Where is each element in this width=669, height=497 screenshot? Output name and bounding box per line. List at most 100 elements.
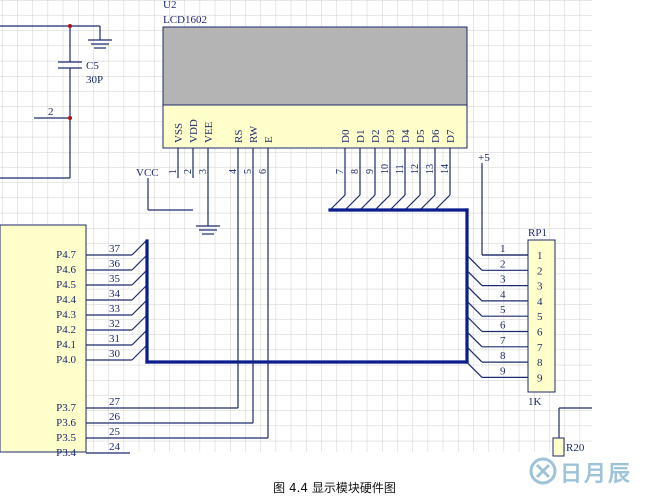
mcu-pin-number: 31 (109, 333, 120, 345)
mcu-pin-number: 32 (109, 318, 120, 330)
lcd-pin-number: 7 (335, 169, 346, 174)
rp1-inner-pin: 2 (537, 265, 543, 277)
lcd-pin-name: VEE (203, 121, 215, 143)
mcu-pin-number: 24 (109, 441, 121, 453)
bus-entry (131, 344, 148, 361)
rp1-inner-pin: 8 (537, 357, 543, 369)
lcd-pin-name: VSS (173, 123, 185, 143)
rp1-inner-pin: 4 (537, 296, 543, 308)
mcu-pin-name: P4.5 (56, 279, 76, 291)
rp1-outer-pin: 2 (500, 258, 506, 270)
lcd-pin-header (162, 104, 468, 149)
bus-entry (466, 361, 483, 378)
bus-entry (419, 194, 436, 211)
bus-entry (131, 254, 148, 271)
mcu-pin-name: P4.0 (56, 354, 76, 366)
lcd-pin-name: VDD (188, 119, 200, 143)
lcd-pin-name: D6 (430, 129, 442, 143)
rp1-outer-pin: 3 (500, 274, 506, 286)
lcd-pin-number: 3 (198, 169, 209, 174)
lcd-screen (162, 26, 468, 106)
bus-entry (466, 331, 483, 348)
mcu-pin-number: 34 (109, 288, 121, 300)
bus-entry (404, 194, 421, 211)
mcu-pin-number: 33 (109, 303, 121, 315)
lcd-pin-name: D2 (370, 130, 382, 143)
bus-entry (359, 194, 376, 211)
mcu-pin-name: P3.7 (56, 402, 76, 414)
lcd-pin-number: 9 (365, 169, 376, 174)
lcd-pin-name: E (263, 136, 275, 143)
junction-dot (68, 116, 72, 120)
lcd-pin-number: 6 (258, 169, 269, 174)
lcd-pin-name: RW (248, 125, 260, 143)
rp1-inner-pin: 3 (537, 281, 543, 293)
junction-dot (68, 24, 72, 28)
wire-label-2: 2 (48, 106, 54, 118)
lcd-pin-number: 8 (350, 169, 361, 174)
rp1-outer-pin: 4 (500, 289, 506, 301)
mcu-pin-name: P3.5 (56, 432, 76, 444)
mcu-pin-name: P4.6 (56, 264, 76, 276)
capacitor-ref: C5 (86, 60, 99, 72)
vcc-label: VCC (136, 167, 159, 179)
watermark-text: 日月辰 (560, 462, 633, 487)
rp1-value: 1K (528, 396, 542, 408)
lcd-pins: VSS1VDD2VEE3RS4RW5E6D07D18D29D310D411D51… (168, 119, 457, 211)
mcu-pin-number: 27 (109, 396, 121, 408)
figure-caption: 图 4.4 显示模块硬件图 (273, 481, 396, 495)
rp1-inner-pin: 1 (537, 250, 543, 262)
lcd-pin-name: D3 (385, 129, 397, 143)
rp1-outer-pin: 1 (500, 243, 506, 255)
mcu-pin-name: P4.7 (56, 249, 76, 261)
r20-label: R20 (566, 442, 585, 454)
watermark-logo: 日月辰 (528, 454, 660, 488)
bus-entry (389, 194, 406, 211)
control-wires (86, 178, 269, 439)
mcu-pin-name: P4.4 (56, 294, 76, 306)
bus-entry (131, 284, 148, 301)
rp1-outer-pin: 6 (500, 320, 506, 332)
rp1-ref: RP1 (528, 227, 547, 239)
lcd-pin-number: 2 (183, 169, 194, 174)
rp1-inner-pin: 7 (537, 342, 543, 354)
lcd-pin-name: D7 (445, 129, 457, 143)
mcu-chip (0, 224, 87, 453)
capacitor-value: 30P (86, 74, 103, 86)
lcd-pin-number: 1 (168, 169, 179, 174)
bus-entry (131, 299, 148, 316)
r20-body (552, 437, 565, 457)
mcu-pin-name: P4.1 (56, 339, 76, 351)
mcu-pin-number: 36 (109, 258, 121, 270)
lcd-pin-name: D0 (340, 129, 352, 143)
bus-entry (466, 316, 483, 332)
rp1-outer-pin: 9 (500, 365, 506, 377)
lcd-name: LCD1602 (163, 14, 207, 26)
bus-entry (466, 346, 483, 363)
bus-entry (466, 270, 483, 287)
rp1-outer-pin: 7 (500, 335, 506, 347)
mcu-pin-name: P4.3 (56, 309, 76, 321)
rp1-outer-pin: 5 (500, 304, 506, 316)
lcd-pin-number: 11 (395, 164, 406, 174)
lcd-pin-number: 12 (410, 164, 421, 174)
bus-entry (131, 329, 148, 346)
rp1-inner-pin: 6 (537, 327, 543, 339)
bus-entry (131, 314, 148, 331)
lcd-pin-number: 13 (425, 164, 436, 174)
bus-entry (434, 194, 451, 211)
r20-wiring (558, 407, 592, 438)
mcu-pin-number: 30 (109, 348, 121, 360)
mcu-pin-name: P3.4 (56, 447, 76, 459)
bus-entry (131, 239, 148, 256)
bus-entry (131, 269, 148, 286)
bus-entry (466, 300, 483, 317)
mcu-pin-name: P4.2 (56, 324, 76, 336)
plus5-label: +5 (478, 152, 490, 164)
mcu-pin-number: 35 (109, 273, 121, 285)
bus-entry (344, 194, 361, 211)
bus-entry (329, 194, 346, 211)
